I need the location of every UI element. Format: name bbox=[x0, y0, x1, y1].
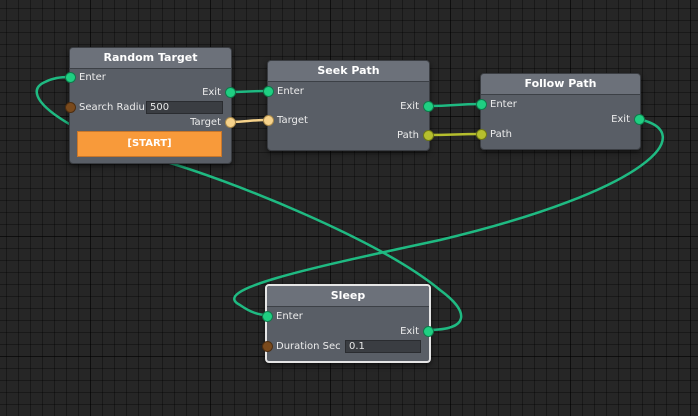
duration-label: Duration Sec bbox=[276, 341, 341, 352]
enter-port[interactable] bbox=[65, 72, 76, 83]
target-label: Target bbox=[190, 117, 221, 128]
wire-followpath-exit-to-sleep-enter bbox=[233, 117, 665, 317]
node-title[interactable]: Random Target bbox=[70, 48, 231, 69]
wire-seekpath-exit-to-followpath-enter bbox=[427, 102, 482, 108]
node-random-target[interactable]: Random Target Enter Search Radiu: 500 Ex… bbox=[65, 47, 236, 164]
exit-label: Exit bbox=[611, 114, 630, 125]
enter-label: Enter bbox=[490, 99, 517, 110]
enter-label: Enter bbox=[277, 86, 304, 97]
wire-path bbox=[427, 132, 482, 137]
start-button[interactable]: [START] bbox=[77, 131, 222, 157]
exit-label: Exit bbox=[400, 101, 419, 112]
exit-port[interactable] bbox=[423, 101, 434, 112]
exit-port[interactable] bbox=[634, 114, 645, 125]
enter-port[interactable] bbox=[476, 99, 487, 110]
path-label: Path bbox=[490, 129, 512, 140]
enter-label: Enter bbox=[79, 72, 106, 83]
target-port[interactable] bbox=[263, 115, 274, 126]
enter-port[interactable] bbox=[262, 311, 273, 322]
enter-label: Enter bbox=[276, 311, 303, 322]
enter-port[interactable] bbox=[263, 86, 274, 97]
search-radius-input[interactable]: 500 bbox=[146, 101, 223, 114]
path-port[interactable] bbox=[423, 130, 434, 141]
wire-sleep-exit-to-randomtarget-enter bbox=[35, 75, 463, 332]
duration-input[interactable]: 0.1 bbox=[345, 340, 421, 353]
node-sleep[interactable]: Sleep Enter Exit Duration Sec 0.1 bbox=[262, 284, 434, 363]
exit-label: Exit bbox=[400, 326, 419, 337]
search-radius-port[interactable] bbox=[65, 102, 76, 113]
node-title[interactable]: Follow Path bbox=[481, 74, 640, 95]
node-follow-path[interactable]: Follow Path Enter Path Exit bbox=[476, 73, 645, 150]
node-seek-path[interactable]: Seek Path Enter Target Exit Path bbox=[263, 60, 434, 151]
target-port[interactable] bbox=[225, 117, 236, 128]
path-label: Path bbox=[397, 130, 419, 141]
duration-port[interactable] bbox=[262, 341, 273, 352]
node-title[interactable]: Sleep bbox=[267, 286, 429, 307]
target-label: Target bbox=[277, 115, 308, 126]
node-title[interactable]: Seek Path bbox=[268, 61, 429, 82]
exit-port[interactable] bbox=[423, 326, 434, 337]
exit-label: Exit bbox=[202, 87, 221, 98]
exit-port[interactable] bbox=[225, 87, 236, 98]
path-port[interactable] bbox=[476, 129, 487, 140]
search-radius-label: Search Radiu: bbox=[79, 102, 149, 113]
